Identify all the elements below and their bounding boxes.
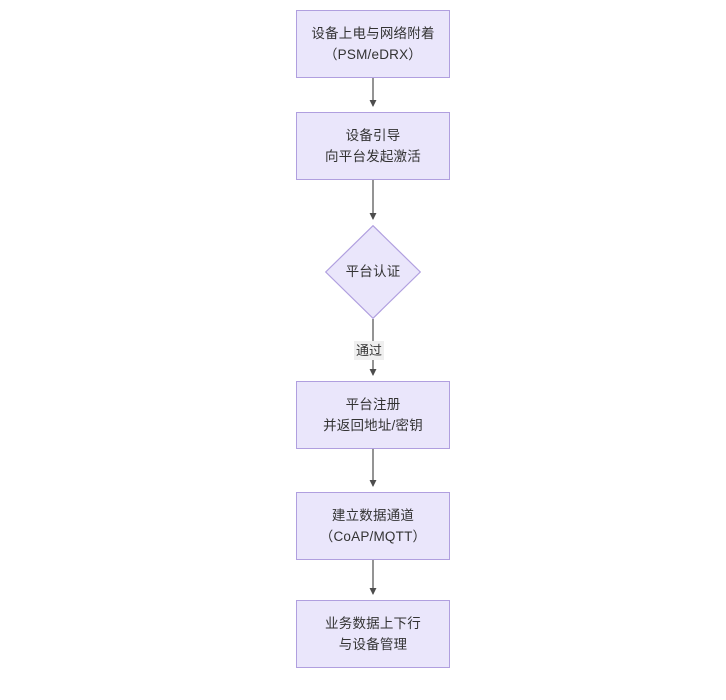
node-label-line1: 设备上电与网络附着 — [311, 26, 435, 41]
edge-label-pass: 通过 — [354, 341, 385, 360]
node-label-line2: （PSM/eDRX） — [323, 47, 423, 62]
node-platform-registration[interactable]: 平台注册 并返回地址/密钥 — [296, 381, 450, 449]
node-platform-authentication[interactable]: 平台认证 — [325, 225, 421, 319]
node-device-bootstrap[interactable]: 设备引导 向平台发起激活 — [296, 112, 450, 180]
node-label-line1: 业务数据上下行 — [325, 616, 421, 631]
node-label-line2: 与设备管理 — [338, 637, 408, 652]
node-device-power-on[interactable]: 设备上电与网络附着 （PSM/eDRX） — [296, 10, 450, 78]
node-label-line1: 平台认证 — [345, 264, 401, 279]
node-label-line1: 平台注册 — [345, 397, 401, 412]
diamond-shape-icon — [325, 225, 421, 319]
node-business-data-and-management[interactable]: 业务数据上下行 与设备管理 — [296, 600, 450, 668]
node-label-line2: （CoAP/MQTT） — [319, 529, 427, 544]
node-label-line2: 并返回地址/密钥 — [323, 418, 423, 433]
node-label-line2: 向平台发起激活 — [325, 149, 421, 164]
node-establish-data-channel[interactable]: 建立数据通道 （CoAP/MQTT） — [296, 492, 450, 560]
node-label-line1: 建立数据通道 — [331, 508, 415, 523]
node-label-line1: 设备引导 — [345, 128, 401, 143]
